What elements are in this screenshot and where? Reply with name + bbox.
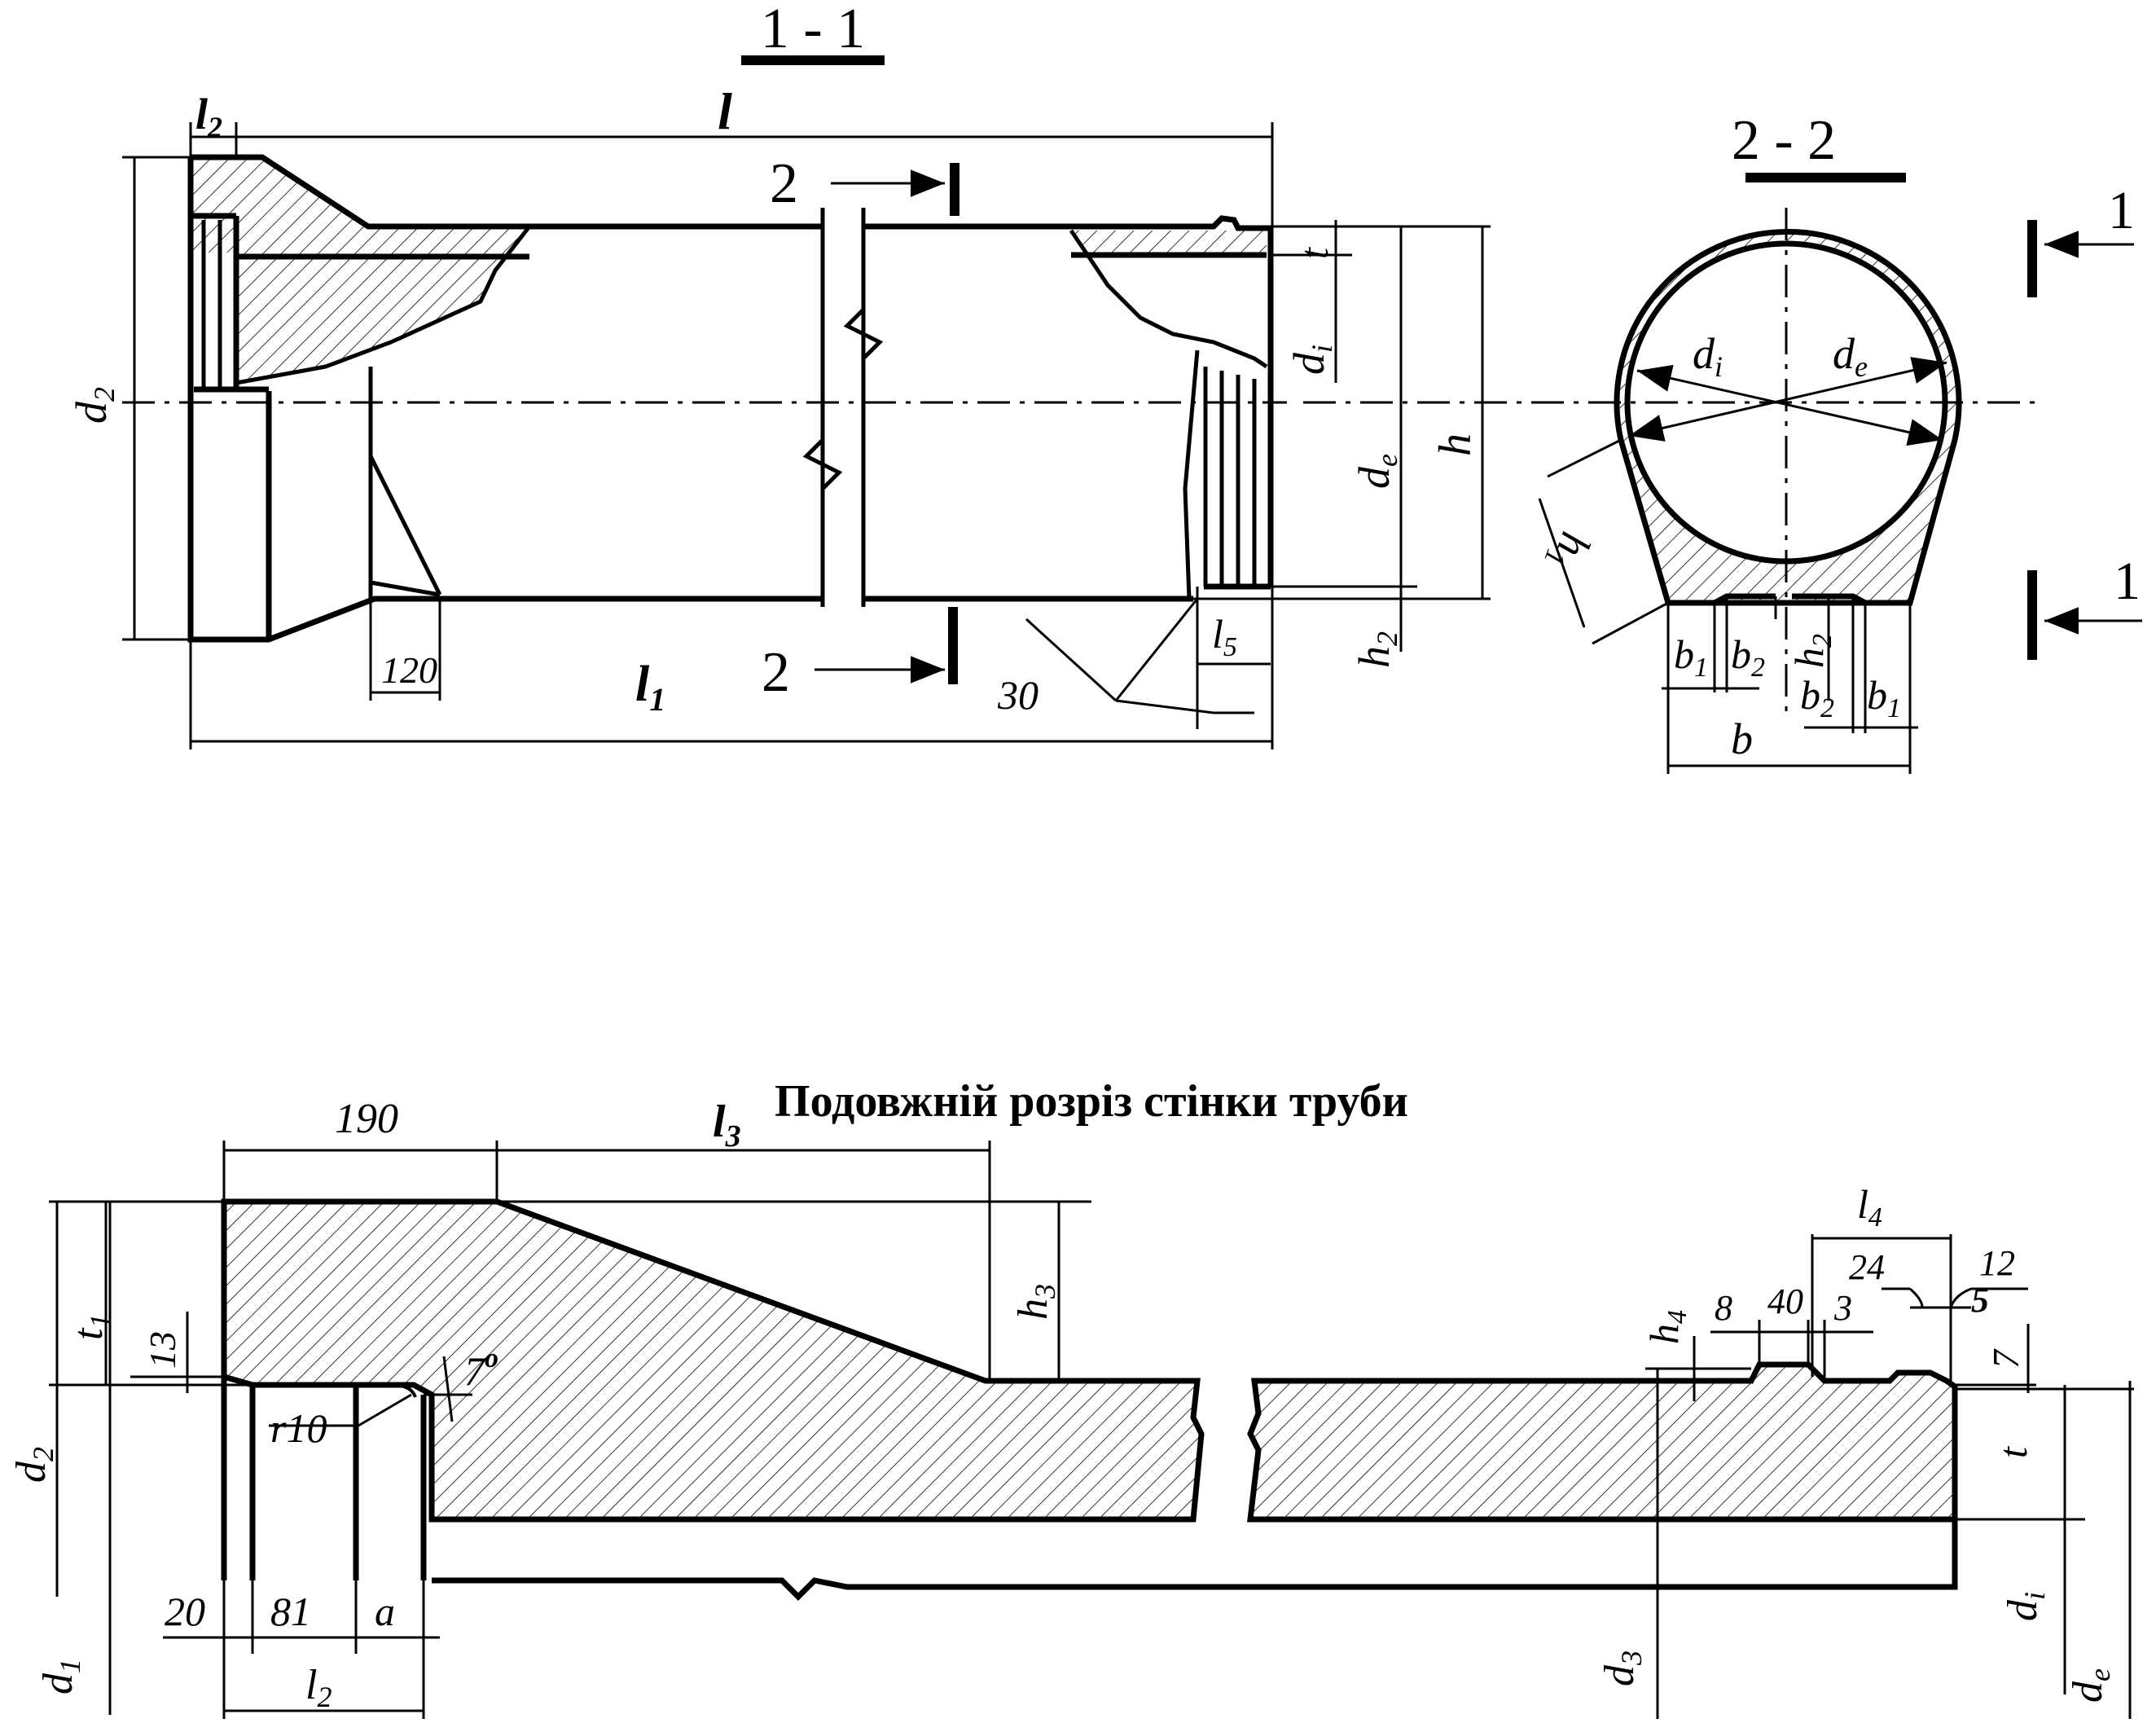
label-l3: l3 bbox=[713, 1097, 741, 1154]
label-b2-left: b2 bbox=[1731, 631, 1765, 683]
dims-right bbox=[1193, 220, 1491, 652]
label-b1-left: b1 bbox=[1674, 631, 1708, 683]
cut-1-top-label: 1 bbox=[2108, 181, 2135, 240]
label-120: 120 bbox=[381, 649, 437, 691]
section-cut-1: 1 1 bbox=[2027, 181, 2142, 660]
section-1-1-title: 1 - 1 bbox=[761, 0, 865, 60]
label-r10: r10 bbox=[270, 1405, 327, 1451]
label-5: 5 bbox=[1971, 1280, 1989, 1320]
dim-l bbox=[189, 122, 1274, 226]
label-81: 81 bbox=[270, 1589, 311, 1634]
dim-d2 bbox=[122, 156, 191, 641]
label-d3: d3 bbox=[1596, 1650, 1648, 1686]
label-7: 7 bbox=[1985, 1348, 2026, 1369]
label-di-wall: di bbox=[2000, 1592, 2051, 1621]
label-30: 30 bbox=[997, 672, 1038, 718]
spigot-outline bbox=[863, 215, 1274, 602]
label-t-wall: t bbox=[1990, 1446, 2035, 1458]
label-t1: t1 bbox=[65, 1314, 116, 1340]
section-cut-2: 2 2 bbox=[762, 152, 959, 704]
label-di-2: di bbox=[1693, 329, 1723, 383]
label-24: 24 bbox=[1849, 1247, 1885, 1287]
label-de: de bbox=[1350, 454, 1403, 489]
section-1-1: 1 - 1 bbox=[67, 0, 1491, 749]
label-13: 13 bbox=[142, 1331, 183, 1369]
section-2-2: 2 - 2 di de h1 bbox=[1303, 109, 2142, 774]
wall-right-body bbox=[1247, 1361, 1958, 1523]
label-de-2: de bbox=[1833, 329, 1868, 383]
label-b: b bbox=[1731, 714, 1753, 763]
label-l1: l1 bbox=[635, 657, 665, 718]
wall-section: Подовжній розріз стінки труби 190 l3 h3 bbox=[8, 1076, 2134, 1719]
label-de-wall: de bbox=[2065, 1668, 2116, 1703]
label-h1: h1 bbox=[1538, 525, 1601, 578]
wall-section-title: Подовжній розріз стінки труби bbox=[775, 1076, 1408, 1127]
label-b1-right: b1 bbox=[1867, 672, 1901, 723]
label-t: t bbox=[1291, 247, 1337, 259]
cut-1-bottom-label: 1 bbox=[2114, 552, 2141, 611]
label-l2-wall: l2 bbox=[305, 1662, 332, 1713]
label-20: 20 bbox=[165, 1589, 205, 1634]
label-l4: l4 bbox=[1857, 1181, 1882, 1233]
label-h: h bbox=[1430, 433, 1481, 456]
label-12: 12 bbox=[1979, 1243, 2015, 1283]
label-d2: d2 bbox=[67, 387, 121, 424]
cut-2-top-label: 2 bbox=[770, 152, 798, 215]
label-di: di bbox=[1284, 345, 1338, 375]
label-40: 40 bbox=[1767, 1281, 1803, 1321]
wall-left-body bbox=[221, 1198, 1205, 1523]
label-8: 8 bbox=[1715, 1288, 1732, 1328]
label-b2-right: b2 bbox=[1800, 672, 1834, 723]
label-h3: h3 bbox=[1010, 1284, 1061, 1320]
cut-2-bottom-label: 2 bbox=[762, 641, 790, 704]
label-h2-2: h2 bbox=[1786, 634, 1838, 668]
label-l: l bbox=[718, 82, 732, 140]
label-3: 3 bbox=[1833, 1288, 1852, 1328]
bell-hatch bbox=[191, 157, 529, 383]
bell-outline bbox=[187, 154, 823, 643]
spigot-hatch bbox=[1071, 231, 1267, 255]
label-d2-wall: d2 bbox=[8, 1447, 59, 1483]
label-l5: l5 bbox=[1212, 611, 1237, 662]
label-h2: h2 bbox=[1350, 631, 1403, 668]
label-190: 190 bbox=[335, 1096, 398, 1142]
label-d1: d1 bbox=[35, 1659, 86, 1694]
section-2-2-title: 2 - 2 bbox=[1732, 109, 1836, 172]
label-l2: l2 bbox=[195, 90, 222, 143]
label-7deg: 7o bbox=[464, 1343, 498, 1394]
break-line bbox=[802, 208, 884, 607]
label-h4: h4 bbox=[1641, 1310, 1693, 1344]
dim-l1 bbox=[189, 587, 1274, 749]
label-a: a bbox=[375, 1589, 395, 1634]
